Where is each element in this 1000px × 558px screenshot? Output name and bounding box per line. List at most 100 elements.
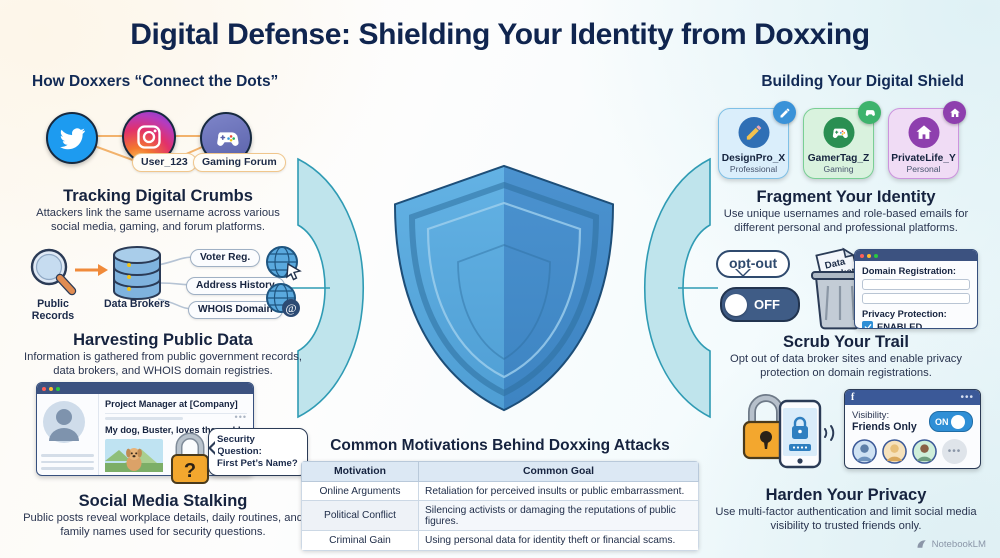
dog-photo-icon: [105, 439, 163, 472]
domain-input-1[interactable]: [862, 279, 970, 290]
window-title-bar: [37, 383, 253, 394]
left-column-heading: How Doxxers “Connect the Dots”: [32, 73, 279, 90]
notebooklm-icon: [917, 540, 926, 548]
window-close-dot[interactable]: [42, 386, 46, 391]
visibility-label: Visibility:: [852, 410, 890, 421]
section-description: Public posts reveal workplace details, d…: [23, 512, 303, 538]
identity-card-designpro[interactable]: DesignPro_X Professional: [718, 101, 796, 179]
identity-card-name: PrivateLife_Y: [891, 153, 956, 164]
avatar-icon: [912, 439, 937, 464]
identity-card-list: DesignPro_X Professional GamerTag_Z Gami…: [718, 101, 966, 179]
globe-cursor-icon: [266, 246, 302, 281]
cell-goal: Silencing activists or damaging the repu…: [418, 500, 699, 532]
chip-label: Gaming Forum: [193, 152, 286, 172]
ellipsis-icon[interactable]: •••: [960, 392, 974, 403]
checkbox-checked-icon[interactable]: [862, 321, 873, 328]
cell-goal: Retaliation for perceived insults or pub…: [418, 480, 699, 502]
svg-text:Data: Data: [824, 256, 847, 272]
phone-lock-icon: [778, 399, 822, 469]
column-header-common-goal: Common Goal: [418, 461, 699, 482]
page-title: Digital Defense: Shielding Your Identity…: [130, 18, 870, 51]
globe-at-icon: @: [266, 283, 300, 317]
section-title: Fragment Your Identity: [756, 188, 936, 206]
visibility-value: Friends Only: [852, 421, 917, 433]
section-description: Opt out of data broker sites and enable …: [730, 353, 962, 379]
identity-card-role: Professional: [729, 164, 778, 174]
window-zoom-dot[interactable]: [874, 253, 878, 258]
column-header-motivation: Motivation: [301, 461, 419, 482]
privacy-label: Privacy Protection:: [862, 309, 947, 319]
avatar-icon: [43, 401, 85, 443]
cell-goal: Using personal data for identity theft o…: [418, 530, 699, 551]
table-row: Political Conflict Silencing activists o…: [301, 500, 699, 532]
identity-card-role: Gaming: [823, 164, 854, 174]
toggle-label: OFF: [754, 297, 780, 312]
motivations-block: Common Motivations Behind Doxxing Attack…: [301, 437, 699, 551]
window-close-dot[interactable]: [860, 253, 864, 258]
callout-line-2: First Pet’s Name?: [217, 458, 298, 469]
node-label-data-brokers: Data Brokers: [104, 298, 170, 310]
table-row: Online Arguments Retaliation for perceiv…: [301, 480, 699, 502]
post-headline: Project Manager at [Company]: [105, 399, 238, 409]
section-description: Attackers link the same username across …: [36, 207, 280, 233]
friend-avatars: •••: [852, 439, 973, 464]
window-minimize-dot[interactable]: [49, 386, 53, 391]
window-zoom-dot[interactable]: [56, 386, 60, 391]
section-title: Scrub Your Trail: [783, 333, 909, 351]
chip-label: Voter Reg.: [190, 248, 261, 267]
magnifier-icon: [30, 248, 77, 296]
watermark: NotebookLM: [916, 538, 986, 550]
node-label-public-records: Public Records: [31, 298, 75, 322]
cell-motivation: Online Arguments: [301, 480, 419, 502]
section-title: Tracking Digital Crumbs: [63, 187, 253, 205]
opt-out-bubble: opt-out: [716, 250, 791, 278]
home-icon: [908, 117, 939, 148]
section-description: Use unique usernames and role-based emai…: [723, 208, 969, 234]
visibility-toggle[interactable]: ON: [929, 411, 973, 432]
motivations-table: Motivation Common Goal Online Arguments …: [301, 461, 699, 551]
facebook-icon: f: [851, 392, 855, 403]
table-row: Criminal Gain Using personal data for id…: [301, 530, 699, 551]
twitter-icon[interactable]: [46, 112, 98, 164]
motivations-title: Common Motivations Behind Doxxing Attack…: [330, 437, 670, 454]
cell-motivation: Criminal Gain: [301, 530, 419, 551]
privacy-value: ENABLED: [877, 321, 923, 329]
watermark-label: NotebookLM: [931, 538, 986, 550]
domain-input-2[interactable]: [862, 293, 970, 304]
database-icon: [113, 246, 161, 300]
identity-card-gamertag[interactable]: GamerTag_Z Gaming: [803, 101, 881, 179]
ellipsis-icon[interactable]: •••: [234, 412, 247, 422]
pencil-badge-icon: [773, 101, 796, 124]
section-title: Harvesting Public Data: [73, 331, 253, 349]
more-friends-icon[interactable]: •••: [942, 439, 967, 464]
chip-user-123[interactable]: User_123: [132, 152, 197, 172]
identity-card-name: DesignPro_X: [721, 153, 786, 164]
right-column-heading: Building Your Digital Shield: [761, 73, 964, 90]
window-minimize-dot[interactable]: [867, 253, 871, 258]
table-header-row: Motivation Common Goal: [301, 461, 699, 482]
visibility-panel: f ••• Visibility: Friends Only ON: [844, 389, 981, 469]
toggle-knob: [950, 414, 965, 429]
callout-line-1: Security Question:: [217, 434, 262, 457]
section-title: Social Media Stalking: [78, 492, 248, 510]
security-question-callout: Security Question: First Pet’s Name?: [208, 428, 308, 476]
home-badge-icon: [943, 101, 966, 124]
identity-card-role: Personal: [906, 164, 941, 174]
opt-out-toggle[interactable]: OFF: [720, 287, 800, 322]
toggle-knob: [725, 293, 747, 316]
identity-card-privatelife[interactable]: PrivateLife_Y Personal: [888, 101, 966, 179]
pencil-icon: [738, 117, 769, 148]
gamepad-icon: [823, 117, 854, 148]
opt-out-label: opt-out: [729, 255, 778, 271]
chip-gaming-forum[interactable]: Gaming Forum: [193, 152, 286, 172]
cell-motivation: Political Conflict: [301, 500, 419, 532]
domain-registration-window: Domain Registration: Privacy Protection:…: [854, 249, 978, 329]
chip-voter-reg[interactable]: Voter Reg.: [190, 247, 261, 267]
chip-label: User_123: [132, 152, 197, 172]
field-label: Domain Registration:: [862, 266, 957, 276]
post-body: My dog, Buster, loves the park!: [105, 425, 241, 435]
window-title-bar: [855, 250, 977, 261]
svg-text:?: ?: [184, 460, 196, 482]
section-description: Use multi-factor authentication and limi…: [715, 506, 977, 532]
